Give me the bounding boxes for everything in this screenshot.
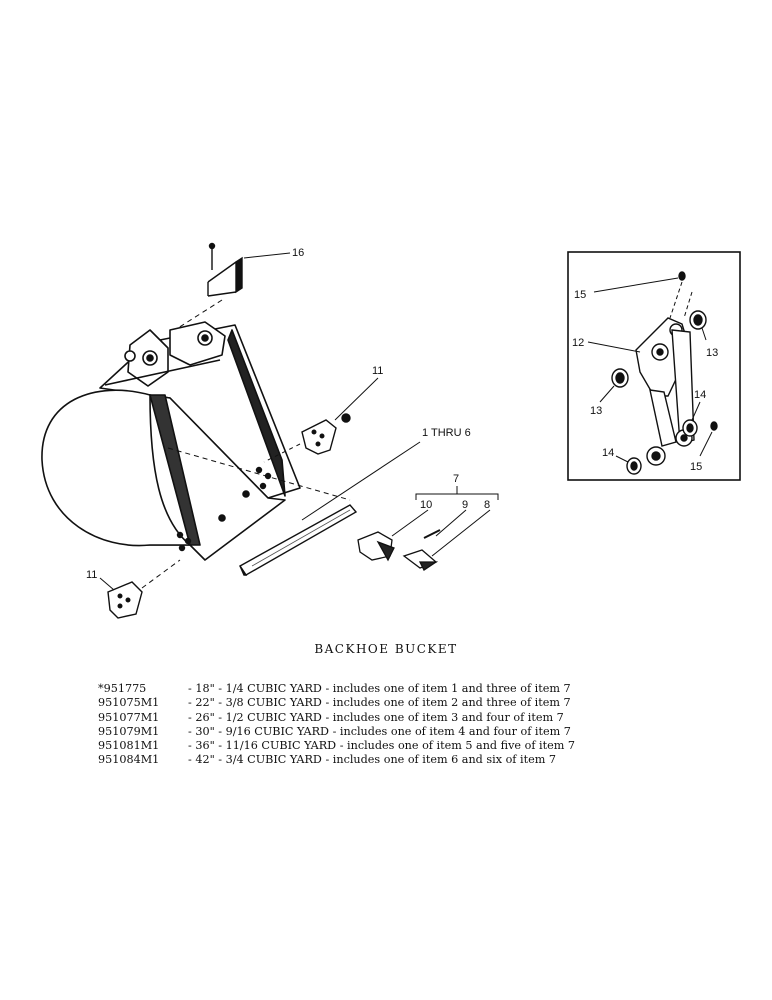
- callout-14-left: 14: [602, 447, 614, 459]
- leader-8: [431, 509, 491, 557]
- part-row: 951077M1 - 26" - 1/2 CUBIC YARD - include…: [98, 711, 698, 725]
- leader-14-right: [691, 401, 701, 421]
- leader-12: [587, 341, 641, 353]
- pin-16: [207, 242, 243, 297]
- parts-list: *951775 - 18" - 1/4 CUBIC YARD - includes…: [98, 682, 698, 768]
- bucket-body: [41, 321, 301, 561]
- part-number: *951775: [98, 682, 147, 695]
- leader-9: [435, 509, 467, 537]
- part-number: 951084M1: [98, 753, 160, 767]
- callout-10: 10: [420, 499, 432, 511]
- leader-15-bottom: [699, 431, 713, 457]
- side-plate-11-lower: [107, 581, 143, 619]
- leader-15-top: [593, 277, 679, 293]
- part-description: - 26" - 1/2 CUBIC YARD - includes one of…: [188, 710, 564, 724]
- callout-12: 12: [572, 337, 584, 349]
- bracket-7: [415, 486, 499, 500]
- cutting-edge: [238, 504, 358, 576]
- part-row: 951079M1 - 30" - 9/16 CUBIC YARD - includ…: [98, 725, 698, 739]
- dash-inset-top: [669, 281, 683, 319]
- dash-inset-right: [683, 291, 693, 319]
- callout-15-top: 15: [574, 289, 586, 301]
- callout-13-right: 13: [706, 347, 718, 359]
- part-description: - 42" - 3/4 CUBIC YARD - includes one of…: [188, 753, 556, 767]
- callout-1-thru-6: 1 THRU 6: [422, 427, 471, 439]
- part-number: 951075M1: [98, 696, 160, 710]
- callout-9: 9: [462, 499, 468, 511]
- part-description: - 30" - 9/16 CUBIC YARD - includes one o…: [188, 724, 571, 738]
- side-plate-11-upper: [301, 413, 351, 455]
- part-row: *951775 - 18" - 1/4 CUBIC YARD - includes…: [98, 682, 698, 696]
- part-description: - 18" - 1/4 CUBIC YARD - includes one of…: [188, 682, 571, 695]
- part-row: 951075M1 - 22" - 3/8 CUBIC YARD - include…: [98, 696, 698, 710]
- callout-11-lower: 11: [86, 569, 97, 581]
- part-description: - 22" - 3/8 CUBIC YARD - includes one of…: [188, 696, 571, 710]
- leader-11-lower: [99, 577, 115, 591]
- dash-11-lower: [141, 559, 181, 589]
- callout-14-right: 14: [694, 389, 706, 401]
- dash-edge: [167, 447, 351, 501]
- part-row: 951084M1 - 42" - 3/4 CUBIC YARD - include…: [98, 753, 698, 767]
- tooth-assembly-7: [357, 529, 441, 571]
- part-number: 951081M1: [98, 739, 160, 753]
- leader-16: [243, 252, 291, 259]
- leader-10: [391, 509, 429, 537]
- leader-13-left: [599, 385, 615, 403]
- callout-13-left: 13: [590, 405, 602, 417]
- callout-15-bottom: 15: [690, 461, 702, 473]
- part-number: 951079M1: [98, 724, 160, 738]
- dash-11-upper: [263, 443, 301, 463]
- leader-13-right: [701, 327, 707, 341]
- leader-1thru6: [301, 441, 421, 521]
- leader-11-upper: [334, 377, 379, 421]
- inset-frame: [567, 251, 741, 481]
- callout-16: 16: [292, 247, 304, 259]
- leader-14-left: [615, 455, 629, 463]
- part-row: 951081M1 - 36" - 11/16 CUBIC YARD - inclu…: [98, 739, 698, 753]
- diagram-caption: BACKHOE BUCKET: [314, 642, 458, 656]
- part-description: - 36" - 11/16 CUBIC YARD - includes one …: [188, 739, 575, 753]
- callout-7: 7: [453, 473, 459, 485]
- part-number: 951077M1: [98, 710, 160, 724]
- inset-link-assembly: [611, 271, 718, 475]
- callout-11-upper: 11: [372, 365, 383, 377]
- callout-8: 8: [484, 499, 490, 511]
